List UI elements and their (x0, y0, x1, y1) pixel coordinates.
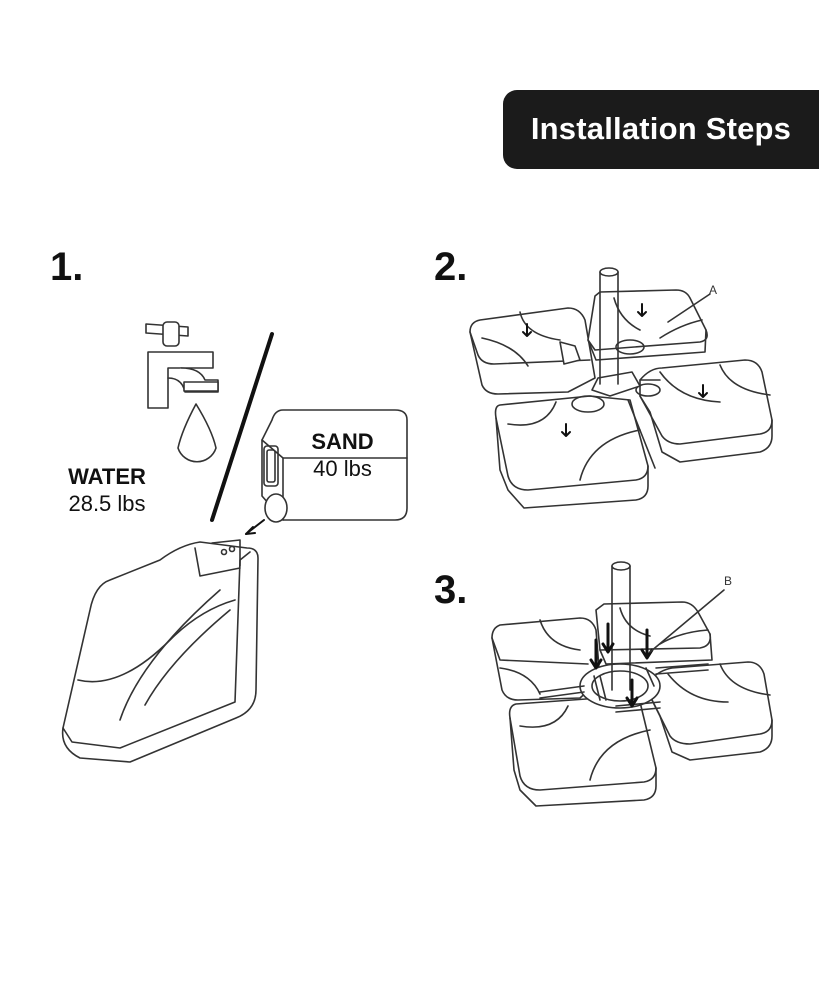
callout-a: A (709, 283, 718, 297)
water-label: WATER 28.5 lbs (52, 463, 162, 517)
sand-container-icon (261, 409, 408, 523)
sand-label: SAND 40 lbs (290, 428, 395, 482)
step-2-number: 2. (434, 245, 468, 289)
step-1-number: 1. (50, 245, 84, 289)
base-assembly-step-2 (469, 267, 773, 509)
sand-name: SAND (311, 429, 374, 454)
callout-b: B (724, 574, 733, 588)
base-tile-icon (61, 539, 259, 763)
faucet-icon (145, 321, 219, 463)
water-weight: 28.5 lbs (68, 491, 146, 516)
water-name: WATER (68, 464, 146, 489)
step-3-number: 3. (434, 568, 468, 612)
page-title: Installation Steps (530, 111, 792, 146)
title-banner: Installation Steps (503, 90, 819, 169)
sand-weight: 40 lbs (313, 456, 372, 481)
water-drop-icon (177, 403, 217, 463)
base-assembly-step-3 (491, 561, 773, 807)
